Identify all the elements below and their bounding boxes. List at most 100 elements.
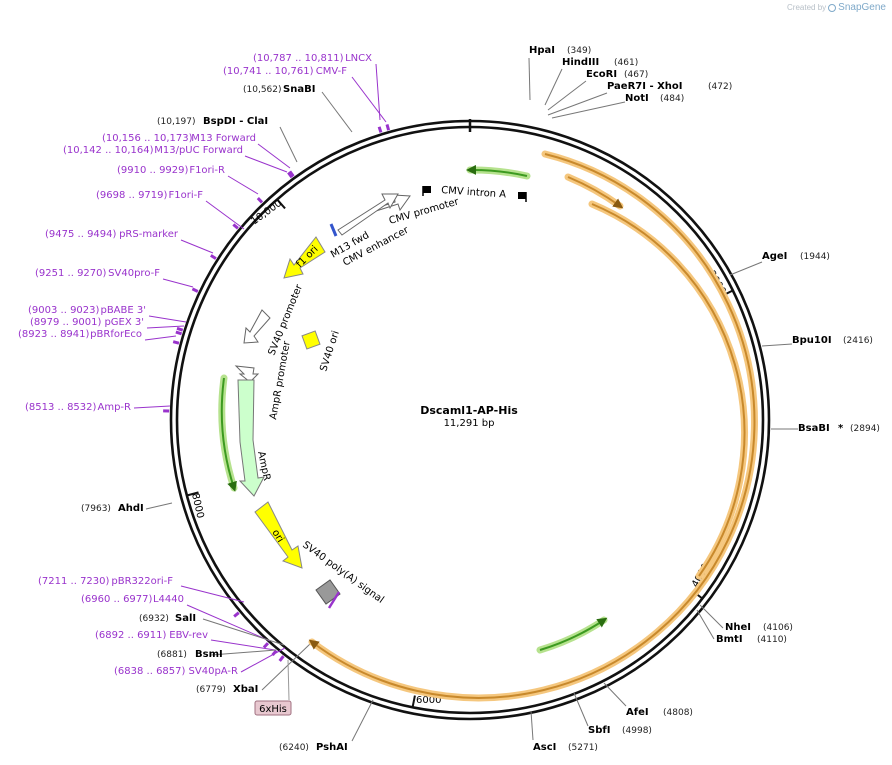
primer-site-cmv-f[interactable] xyxy=(377,126,383,133)
cmv-intron-label: CMV intron A xyxy=(441,185,507,201)
primer-site-pgex-3[interactable] xyxy=(175,330,183,336)
primer-name-pbr322ori-f[interactable]: pBR322ori-F xyxy=(111,576,173,587)
primer-site-f1ori-f[interactable] xyxy=(232,223,239,230)
primer-leader-sv40pro-f xyxy=(162,278,194,288)
sv40-ori-label: SV40 ori xyxy=(318,329,341,372)
enzyme-leader-ahdi xyxy=(145,502,173,510)
enzyme-name-asci[interactable]: AscI xyxy=(533,742,556,753)
primer-leader-lncx xyxy=(375,63,381,121)
enzyme-name-bspdi-clai[interactable]: BspDI - ClaI xyxy=(203,116,268,127)
primer-site-lncx[interactable] xyxy=(385,124,391,131)
ampr-arrow[interactable] xyxy=(237,379,265,497)
tick-label-6000: 6000 xyxy=(416,695,441,706)
enzyme-name-ecori[interactable]: EcoRI xyxy=(586,69,617,80)
primer-site-m13-forward[interactable] xyxy=(288,170,295,178)
primer-leader-m13-puc-forward xyxy=(244,155,288,173)
primer-range-f1ori-r: (9910 .. 9929) xyxy=(117,165,189,176)
primer-range-m13-puc-forward: (10,142 .. 10,164) xyxy=(63,145,154,156)
primer-name-m13-puc-forward[interactable]: M13/pUC Forward xyxy=(154,145,243,156)
sv40-polya-box[interactable] xyxy=(315,579,341,605)
enzyme-name-bmti[interactable]: BmtI xyxy=(716,634,743,645)
primer-range-f1ori-f: (9698 .. 9719) xyxy=(96,190,168,201)
orf-inner-line xyxy=(591,203,746,577)
primer-site-pbabe-3[interactable] xyxy=(176,326,184,332)
enzyme-name-hindiii[interactable]: HindIII xyxy=(562,57,599,68)
sv40-ori-box[interactable] xyxy=(301,330,321,350)
enzyme-name-nhei[interactable]: NheI xyxy=(725,622,751,633)
primer-range-pbrforeco: (8923 .. 8941) xyxy=(18,329,90,340)
enzyme-name-bpu10i[interactable]: Bpu10I xyxy=(792,335,832,346)
primer-range-pgex-3: (8979 .. 9001) xyxy=(30,317,102,328)
primer-name-f1ori-r[interactable]: F1ori-R xyxy=(189,165,225,176)
enzyme-name-ahdi[interactable]: AhdI xyxy=(118,503,144,514)
enzyme-pos-paer7i-xhoi: (472) xyxy=(708,82,732,92)
primer-name-l4440[interactable]: L4440 xyxy=(153,594,184,605)
enzyme-leader-afei xyxy=(603,682,627,707)
primer-site-sv40pa-r[interactable] xyxy=(278,655,285,662)
green-feature-bottom[interactable] xyxy=(536,616,608,654)
enzyme-pos-bspdi-clai: (10,197) xyxy=(157,117,196,127)
enzyme-pos-sbfi: (4998) xyxy=(622,726,652,736)
primer-name-ebv-rev[interactable]: EBV-rev xyxy=(169,630,208,641)
ampr-promoter-arrow[interactable] xyxy=(234,365,260,383)
primer-site-pbr322ori-f[interactable] xyxy=(233,611,240,618)
enzyme-pos-sali: (6932) xyxy=(139,614,169,624)
primer-site-pbrforeco[interactable] xyxy=(172,340,180,345)
primer-name-pbabe-3[interactable]: pBABE 3' xyxy=(100,305,146,316)
enzyme-name-paer7i-xhoi[interactable]: PaeR7I - XhoI xyxy=(607,81,683,92)
enzyme-name-xbai[interactable]: XbaI xyxy=(233,684,258,695)
f1-ori-arrow[interactable] xyxy=(283,236,326,279)
enzyme-leader-sbfi xyxy=(573,692,589,727)
primer-name-m13-forward[interactable]: M13 Forward xyxy=(191,133,256,144)
enzyme-name-sbfi[interactable]: SbfI xyxy=(588,725,610,736)
tick-mark-6000 xyxy=(411,695,416,708)
sv40-promoter-arrow[interactable] xyxy=(243,309,271,344)
enzyme-pos-bsabi: (2894) xyxy=(850,424,880,434)
primer-range-amp-r: (8513 .. 8532) xyxy=(25,402,97,413)
enzyme-name-bsmi[interactable]: BsmI xyxy=(195,649,223,660)
primer-site-prs-marker[interactable] xyxy=(210,254,217,260)
his-tag-box[interactable] xyxy=(254,700,292,716)
primer-leader-f1ori-f xyxy=(205,200,245,230)
enzyme-leader-bmti xyxy=(696,609,715,640)
enzyme-name-hpai[interactable]: HpaI xyxy=(529,45,555,56)
primer-leader-ebv-rev xyxy=(210,639,276,651)
enzyme-name-sali[interactable]: SalI xyxy=(175,613,196,624)
primer-site-sv40pro-f[interactable] xyxy=(191,287,199,293)
m13-fwd-mark xyxy=(329,223,338,237)
enzyme-name-agei[interactable]: AgeI xyxy=(762,251,787,262)
credit-text: Created by xyxy=(787,3,827,12)
primer-name-lncx[interactable]: LNCX xyxy=(345,53,372,64)
primer-site-m13-puc-forward[interactable] xyxy=(287,171,294,179)
enzyme-name-snabi[interactable]: SnaBI xyxy=(283,84,315,95)
sv40-polya-cut xyxy=(327,591,341,609)
enzyme-name-noti[interactable]: NotI xyxy=(625,93,649,104)
primer-name-f1ori-f[interactable]: F1ori-F xyxy=(169,190,204,201)
enzyme-pos-agei: (1944) xyxy=(800,252,830,262)
enzyme-pos-ahdi: (7963) xyxy=(81,504,111,514)
plasmid-name: Dscaml1-AP-His xyxy=(420,404,518,417)
primer-name-sv40pa-r[interactable]: SV40pA-R xyxy=(189,666,238,677)
primer-site-l4440[interactable] xyxy=(262,642,270,649)
enzyme-name-afei[interactable]: AfeI xyxy=(626,707,649,718)
primer-leader-cmv-f xyxy=(351,76,387,123)
primer-site-f1ori-r[interactable] xyxy=(256,197,264,204)
cmv-enhancer-arrow[interactable] xyxy=(337,193,399,236)
enzyme-leader-bspdi-clai xyxy=(279,126,298,163)
enzyme-name-psha1[interactable]: PshAI xyxy=(316,742,348,753)
ori-arrow[interactable] xyxy=(254,501,303,569)
enzyme-pos-bsmi: (6881) xyxy=(157,650,187,660)
primer-range-prs-marker: (9475 .. 9494) xyxy=(45,229,117,240)
primer-leader-pbrforeco xyxy=(144,335,177,341)
enzyme-name-bsabi[interactable]: BsaBI xyxy=(798,423,830,434)
primer-name-amp-r[interactable]: Amp-R xyxy=(98,402,132,413)
enzyme-leader-hpai xyxy=(528,57,531,101)
enzyme-pos-hindiii: (461) xyxy=(614,58,638,68)
primer-name-sv40pro-f[interactable]: SV40pro-F xyxy=(108,268,160,279)
primer-name-pgex-3[interactable]: pGEX 3' xyxy=(104,317,144,328)
primer-name-prs-marker[interactable]: pRS-marker xyxy=(119,229,179,240)
primer-leader-amp-r xyxy=(133,405,171,409)
primer-name-cmv-f[interactable]: CMV-F xyxy=(316,66,347,77)
tick-label-8000: 8000 xyxy=(189,492,205,519)
primer-name-pbrforeco[interactable]: pBRforEco xyxy=(90,329,142,340)
